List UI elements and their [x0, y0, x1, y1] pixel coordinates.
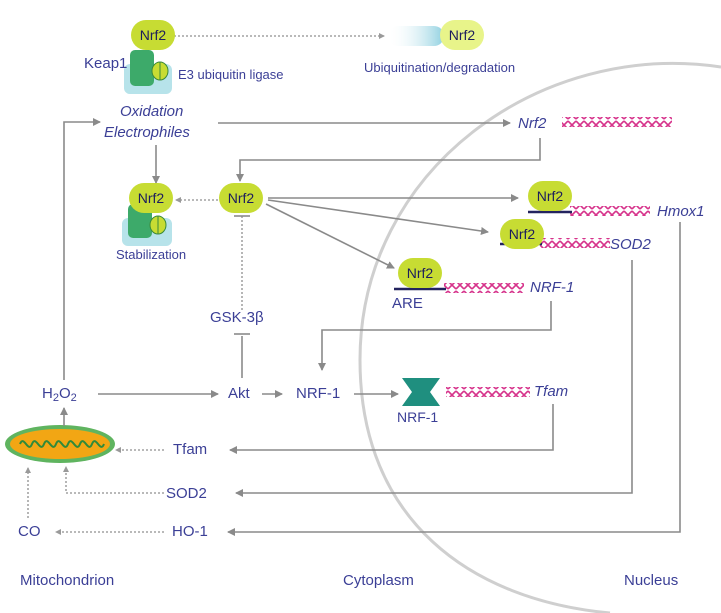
tfam-protein-label: Tfam	[173, 441, 208, 458]
gene-nrf1-label: NRF-1	[530, 279, 575, 296]
co-label: CO	[18, 523, 41, 540]
e3-ligase-label: E3 ubiquitin ligase	[178, 67, 284, 82]
keap1-complex-stabilization	[122, 204, 172, 246]
keap1-label: Keap1	[84, 55, 128, 72]
region-cytoplasm: Cytoplasm	[343, 572, 414, 589]
ho1-label: HO-1	[172, 523, 208, 540]
gene-tfam-label: Tfam	[534, 383, 569, 400]
nrf2-free: Nrf2	[219, 183, 263, 213]
dna-strand-nrf2	[562, 117, 672, 127]
h2o2-label: H2O2	[42, 385, 77, 404]
nrf2-keap1-bound: Nrf2	[131, 20, 175, 50]
akt-label: Akt	[228, 385, 250, 402]
are-label: ARE	[392, 295, 423, 312]
dna-strand-sod2	[540, 238, 610, 248]
gene-sod2-label: SOD2	[610, 236, 651, 253]
ubiquitination-label: Ubiquitination/degradation	[364, 60, 516, 75]
dna-strand-nrf1	[444, 283, 524, 293]
nuclear-envelope	[358, 61, 721, 613]
nrf2-sod2-bound: Nrf2	[500, 219, 544, 249]
stabilization-label: Stabilization	[116, 247, 187, 262]
electrophiles-label: Electrophiles	[104, 124, 190, 141]
mitochondrion-shape	[5, 425, 115, 463]
dna-strands	[444, 117, 672, 397]
dna-strand-hmox1	[570, 206, 650, 216]
degradation-blur	[388, 26, 444, 46]
gsk3b-label: GSK-3β	[210, 309, 264, 326]
gene-nrf2-label: Nrf2	[518, 115, 547, 132]
nrf1-bound-protein	[402, 378, 440, 406]
nrf1-protein-label: NRF-1	[296, 385, 341, 402]
gene-hmox1-label: Hmox1	[657, 203, 705, 220]
sod2-protein-label: SOD2	[166, 485, 207, 502]
keap1-complex-top	[124, 50, 172, 94]
nrf2-hmox1-bound: Nrf2	[528, 181, 572, 211]
oxidation-label: Oxidation	[120, 103, 184, 120]
dna-strand-tfam	[446, 387, 530, 397]
nrf2-stabilized: Nrf2	[129, 183, 173, 213]
nrf2-nrf1-bound: Nrf2	[398, 258, 442, 288]
nrf1-bound-label: NRF-1	[397, 409, 439, 425]
nrf2-degrading: Nrf2	[440, 20, 484, 50]
region-mitochondrion: Mitochondrion	[20, 572, 115, 589]
region-nucleus: Nucleus	[624, 572, 679, 589]
